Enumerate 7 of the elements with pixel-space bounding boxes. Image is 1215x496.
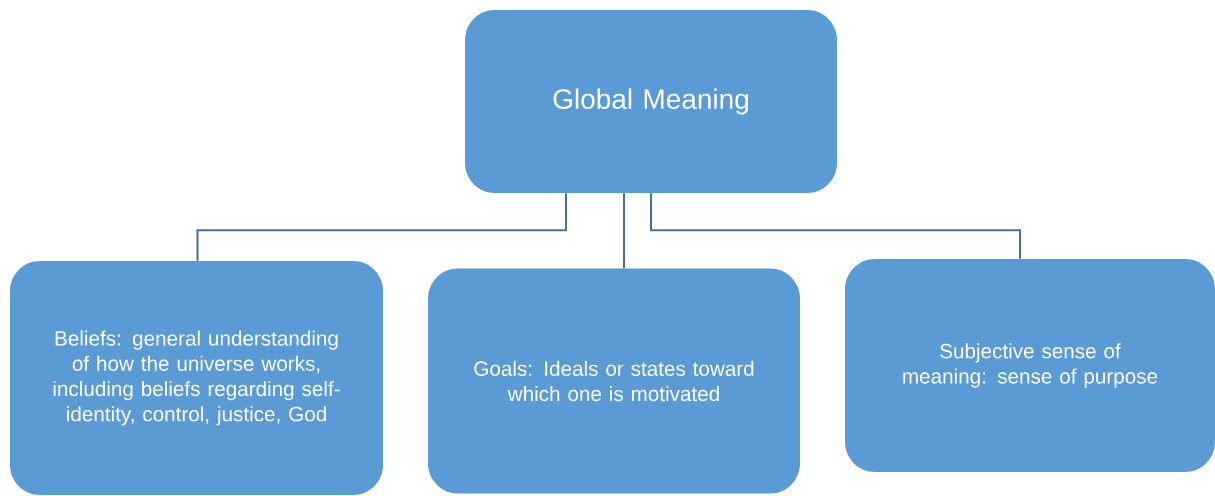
process-box: Global Meaning [465, 10, 837, 193]
connector-line [623, 192, 625, 270]
process-box: Goals: Ideals or states toward which one is motivated [428, 268, 800, 494]
process-box: Beliefs: general understanding of how the universe works, including beliefs regarding self-identity, control, justice, God [10, 261, 384, 495]
connector-line [650, 192, 1021, 260]
connector-line [196, 192, 567, 262]
process-box: Subjective sense of meaning: sense of purpose [845, 258, 1215, 472]
